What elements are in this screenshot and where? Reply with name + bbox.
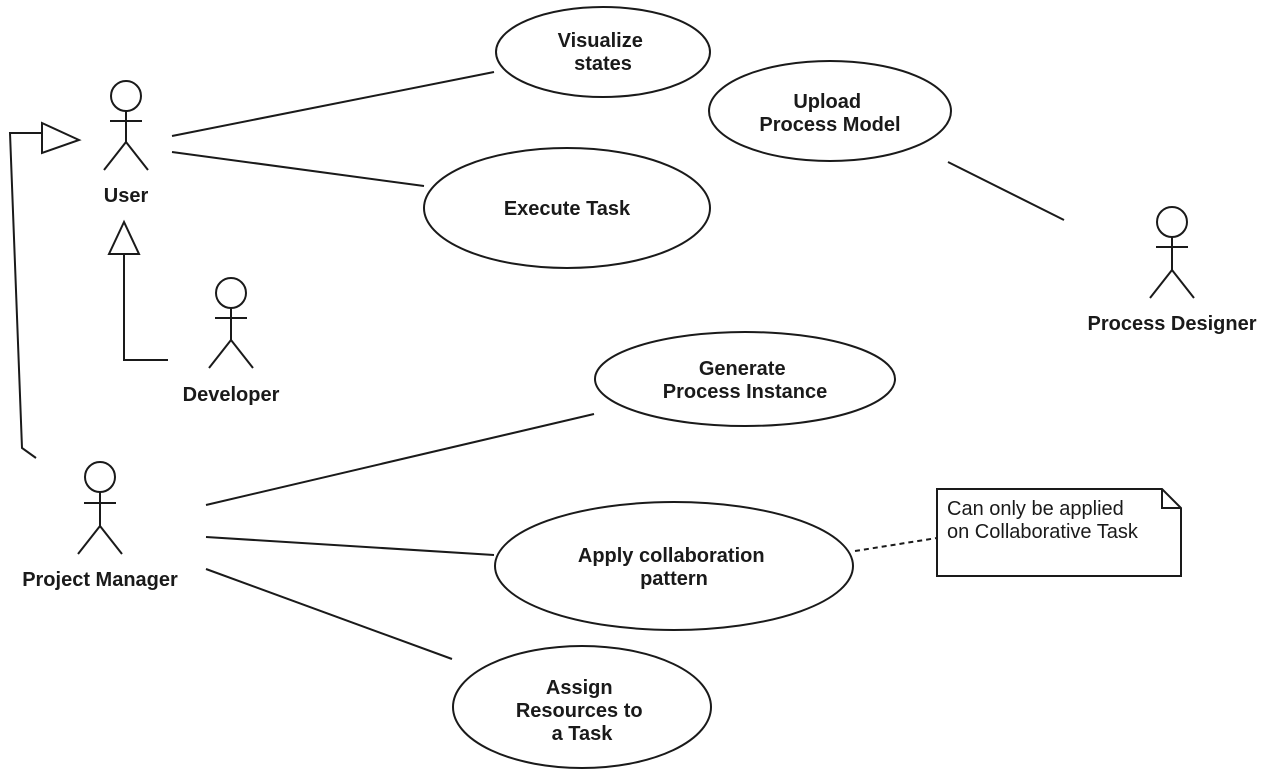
generalization-developer-user xyxy=(107,219,168,361)
actor-label: User xyxy=(104,185,149,207)
svg-text:Upload Process Model: Upload Process Model xyxy=(759,91,900,136)
svg-text:Apply collaboration patt: Apply collaboration pattern xyxy=(578,545,770,590)
stick-figure-icon xyxy=(77,461,123,555)
svg-text:Execute Task: Execute Task xyxy=(504,198,631,220)
use-case-label-line: Resources to xyxy=(516,700,643,722)
note: Can only be applied on Collaborative Tas… xyxy=(936,488,1182,577)
stick-figure-icon xyxy=(1149,206,1195,299)
use-case-label-line: Generate xyxy=(699,358,786,380)
use-case-label-line: states xyxy=(574,53,632,75)
use-case-visualize-states: Visualize states xyxy=(495,6,711,98)
note-anchor-line xyxy=(854,537,938,552)
association-user-execute-task xyxy=(171,151,425,187)
svg-text:Visualize states: Visualize states xyxy=(558,30,649,75)
use-case-label-line: pattern xyxy=(640,568,708,590)
association-pm-apply-pattern xyxy=(205,536,495,556)
use-case-label-line: Process Instance xyxy=(663,381,828,403)
svg-text:Assign Resources to: Assign Resources to a Task xyxy=(516,677,648,745)
use-case-apply-collaboration-pattern: Apply collaboration pattern xyxy=(494,501,854,631)
stick-figure-icon xyxy=(103,80,149,171)
actor-user: User xyxy=(103,80,149,207)
associations xyxy=(171,71,1065,660)
use-case-label-line: Process Model xyxy=(759,114,900,136)
use-case-label-line: Apply collaboration xyxy=(578,545,765,567)
note-folded-corner xyxy=(1161,489,1181,509)
generalization-project-manager-user xyxy=(8,121,82,459)
generalization-arrowhead xyxy=(41,121,82,155)
association-pm-generate-instance xyxy=(205,413,595,506)
association-user-visualize-states xyxy=(171,71,495,137)
actor-label: Process Designer xyxy=(1088,313,1257,335)
association-process-designer-upload xyxy=(947,161,1065,221)
actor-process-designer: Process Designer xyxy=(1088,206,1257,335)
svg-text:Can only be applied on C: Can only be applied on Collaborative Tas… xyxy=(947,498,1139,543)
actor-label: Project Manager xyxy=(22,569,178,591)
use-case-assign-resources: Assign Resources to a Task xyxy=(452,645,712,769)
use-case-label-line: Execute Task xyxy=(504,198,631,220)
use-case-label-line: Visualize xyxy=(558,30,643,52)
actor-project-manager: Project Manager xyxy=(22,461,178,591)
association-pm-assign-resources xyxy=(205,568,453,660)
use-case-generate-process-instance: Generate Process Instance xyxy=(594,331,896,427)
use-case-label-line: Upload xyxy=(793,91,861,113)
svg-text:Generate Process Instanc: Generate Process Instance xyxy=(663,358,828,403)
use-case-upload-process-model: Upload Process Model xyxy=(708,60,952,162)
use-case-execute-task: Execute Task xyxy=(423,147,711,269)
actor-label: Developer xyxy=(183,384,280,406)
generalization-arrowhead xyxy=(107,219,141,255)
use-case-label-line: a Task xyxy=(552,723,614,745)
note-text-line: Can only be applied xyxy=(947,498,1124,520)
use-case-label-line: Assign xyxy=(546,677,613,699)
note-box xyxy=(936,488,1182,577)
actor-developer: Developer xyxy=(183,277,280,406)
stick-figure-icon xyxy=(208,277,254,369)
note-text-line: on Collaborative Task xyxy=(947,521,1139,543)
